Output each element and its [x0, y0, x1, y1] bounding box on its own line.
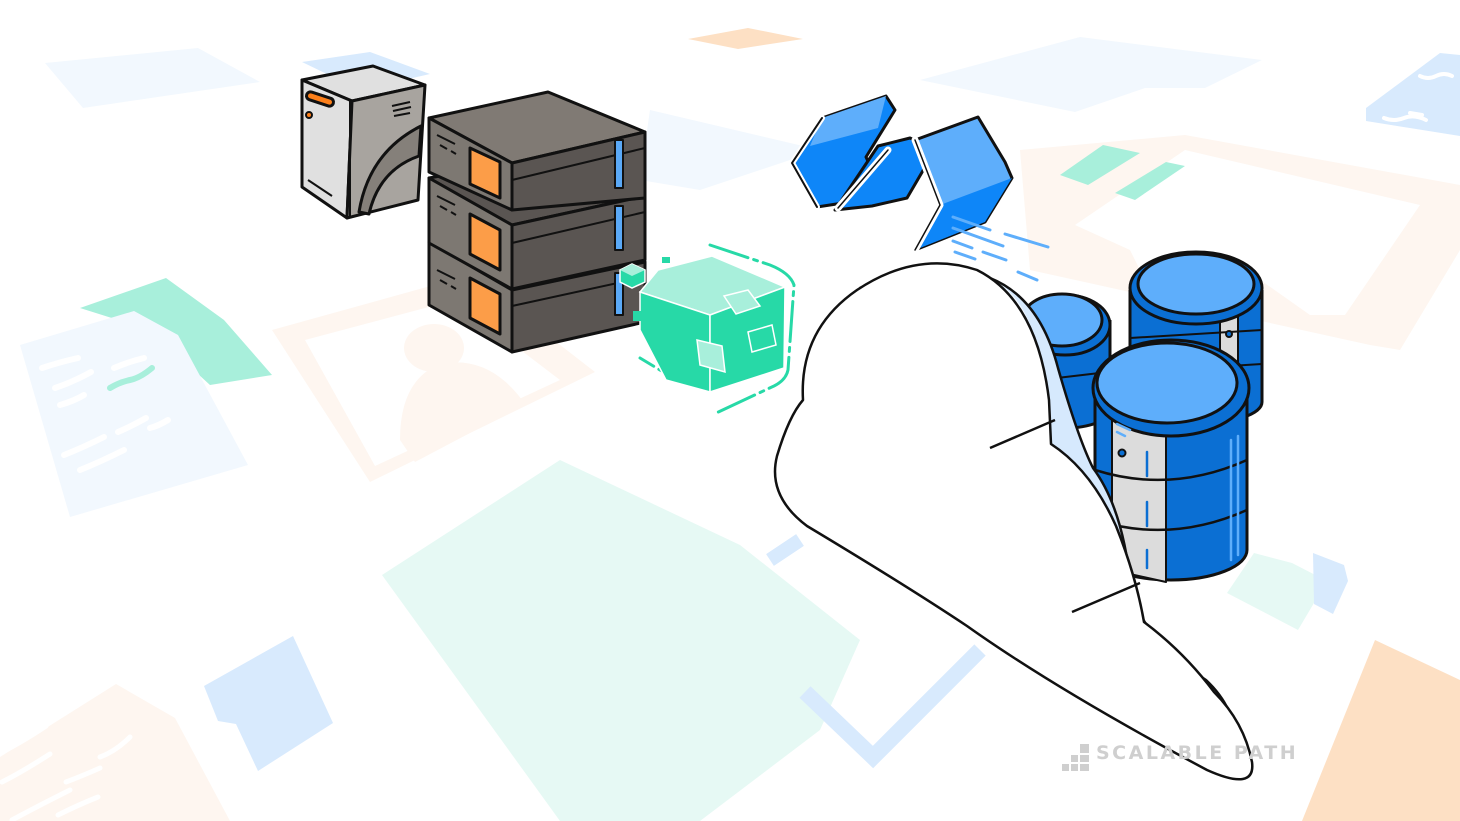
scalable-path-watermark: SCALABLE PATH [1096, 742, 1298, 764]
scalable-path-logo-icon [1062, 744, 1089, 771]
data-cube [619, 243, 796, 416]
cloud [773, 262, 1254, 781]
rack-unit-1 [427, 90, 647, 212]
database-front [1091, 338, 1251, 583]
rack-server-stack [427, 90, 647, 354]
tower-server [300, 64, 427, 220]
brand-name: SCALABLE PATH [1096, 742, 1299, 764]
background-shapes [0, 28, 1460, 821]
data-transfer-arrows [789, 94, 1050, 282]
